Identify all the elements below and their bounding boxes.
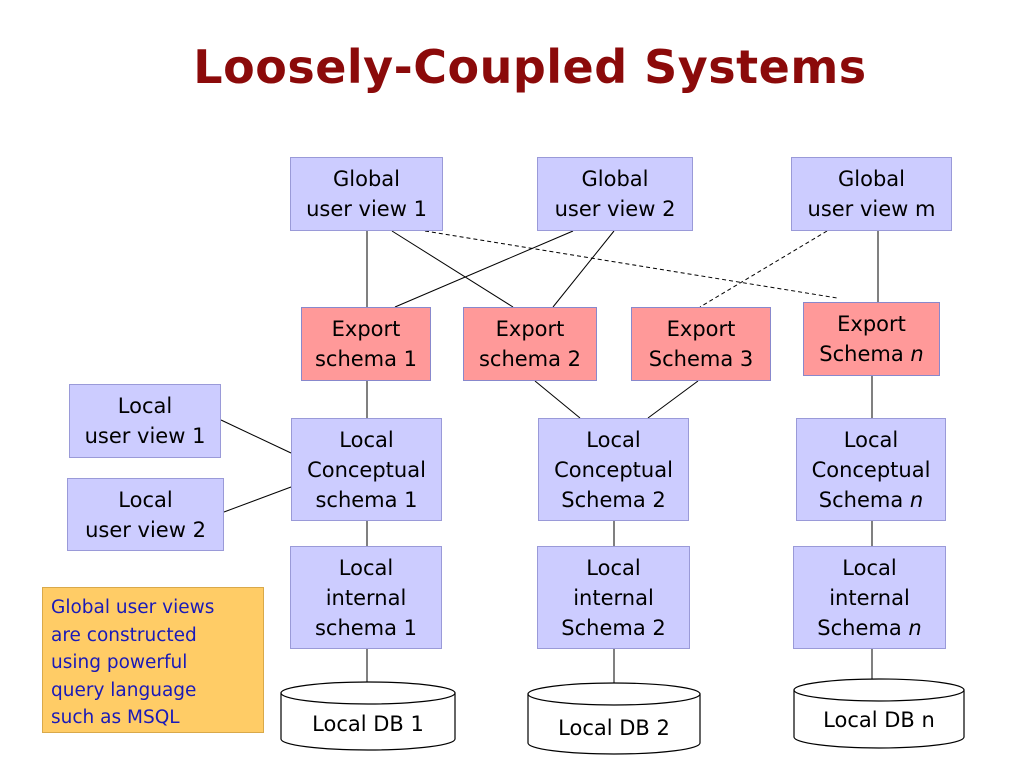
local-internal-schema-n: Local internal Schema n — [793, 546, 946, 649]
local-conceptual-schema-2: Local Conceptual Schema 2 — [538, 418, 689, 521]
local-internal-schema-1: Local internal schema 1 — [290, 546, 442, 649]
box-text: schema 1 — [314, 347, 418, 371]
box-line: Export — [331, 317, 401, 341]
box-line: internal — [829, 585, 910, 610]
database-icon-3 — [793, 690, 965, 749]
box-line: internal — [325, 585, 407, 610]
local-db-1-label: Local DB 1 — [312, 712, 424, 736]
export-schema-3: Export Schema 3 — [631, 307, 771, 381]
box-line: Schema 2 — [561, 487, 666, 512]
box-text: Schema 3 — [648, 347, 754, 371]
box-line: Export — [666, 317, 736, 341]
box-line: Conceptual — [554, 457, 673, 482]
box-line: user view 1 — [84, 424, 206, 448]
box-line: Local — [843, 427, 899, 452]
local-conceptual-schema-1: Local Conceptual schema 1 — [291, 418, 442, 521]
note-box: Global user views are constructed using … — [42, 587, 264, 733]
export-schema-n: Export Schema n — [803, 302, 940, 376]
box-line: Local — [117, 394, 173, 418]
box-line: Conceptual — [811, 457, 931, 482]
box-line: Global — [333, 167, 400, 191]
box-line: Local — [586, 427, 641, 452]
note-line: query language — [51, 679, 197, 701]
page-title: Loosely-Coupled Systems — [193, 40, 867, 94]
note-line: such as MSQL — [51, 707, 180, 728]
global-user-view-m: Global user view m — [791, 157, 952, 231]
box-italic: n — [909, 487, 924, 512]
db-cylinders — [280, 678, 965, 755]
box-line: Global — [838, 167, 905, 191]
note-line: are constructed — [51, 624, 197, 646]
box-line: user view 2 — [554, 197, 676, 221]
box-line: Export — [837, 312, 906, 336]
box-line: user view 1 — [306, 197, 427, 221]
local-db-2-label: Local DB 2 — [558, 716, 670, 740]
local-internal-schema-2: Local internal Schema 2 — [537, 546, 690, 649]
box-line: Local — [842, 555, 897, 580]
note-line: using powerful — [51, 652, 188, 673]
box-line: Conceptual — [307, 457, 426, 482]
local-db-n-label: Local DB n — [823, 708, 935, 732]
box-text: schema 2 — [478, 347, 582, 371]
database-icon-2 — [527, 694, 701, 755]
note-line: Global user views — [51, 597, 215, 618]
box-text: Schema — [818, 487, 910, 512]
box-italic: n — [910, 342, 924, 366]
box-line: Schema 3 — [649, 344, 753, 374]
box-line: Local — [339, 427, 394, 452]
box-line: Local — [586, 555, 641, 580]
box-line: Schema n — [819, 339, 923, 369]
export-schema-1: Export schema 1 — [301, 307, 431, 381]
box-line: schema 1 — [314, 615, 418, 640]
box-line: Export — [495, 317, 565, 341]
box-line: Local — [338, 555, 394, 580]
local-conceptual-schema-n: Local Conceptual Schema n — [796, 418, 946, 521]
box-line: schema 1 — [315, 487, 418, 512]
box-line: user view m — [807, 197, 936, 221]
box-line: Schema 2 — [561, 615, 666, 640]
box-line: internal — [573, 585, 654, 610]
export-schema-2: Export schema 2 — [463, 307, 597, 381]
box-text: Schema — [817, 615, 909, 640]
global-user-view-1: Global user view 1 — [290, 157, 443, 231]
box-line: user view 2 — [85, 517, 206, 542]
database-icon-1 — [280, 693, 456, 751]
box-line: schema 1 — [315, 344, 417, 374]
box-line: Global — [581, 167, 649, 191]
box-italic: n — [908, 615, 922, 640]
local-user-view-1: Local user view 1 — [69, 384, 221, 458]
local-user-view-2: Local user view 2 — [67, 478, 224, 551]
box-line: schema 2 — [479, 344, 581, 374]
box-line: Schema n — [819, 485, 923, 515]
box-text: Schema — [819, 342, 911, 366]
box-line: Schema n — [817, 613, 921, 643]
box-line: Local — [118, 487, 173, 512]
global-user-view-2: Global user view 2 — [537, 157, 693, 231]
